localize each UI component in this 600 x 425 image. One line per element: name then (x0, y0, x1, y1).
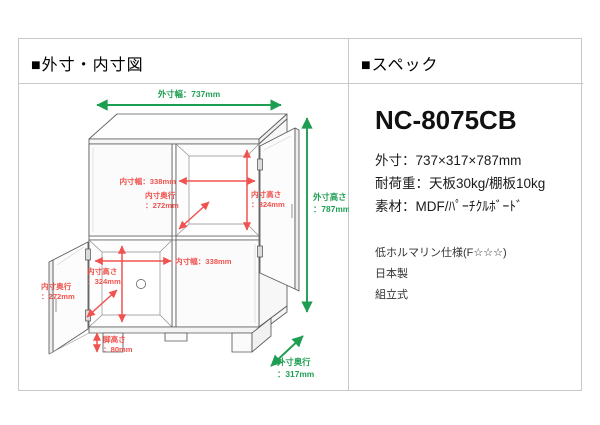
interior-dimension-lower-depth: 内寸奥行 ：272mm (41, 281, 118, 318)
upper-right-door-open (257, 127, 300, 292)
exterior-dimension-height: 外寸高さ ：787mm (301, 117, 349, 313)
note-formaldehyde: 低ホルマリン仕様(F☆☆☆) (375, 247, 507, 259)
exterior-depth-label-line1: 外寸奥行 (276, 357, 311, 367)
spec-material: 素材：MDF/ﾊﾟｰﾁｸﾙﾎﾞｰﾄﾞ (375, 199, 523, 214)
interior-lower-depth-label-line1: 内寸奥行 (41, 281, 72, 291)
spec-dimensions: 外寸：737×317×787mm (375, 153, 522, 168)
interior-dimension-upper-depth: 内寸奥行 ：272mm (145, 190, 210, 230)
interior-upper-height-label-line1: 内寸高さ (251, 189, 281, 199)
lower-left-door-open (48, 241, 91, 355)
interior-upper-depth-label-line1: 内寸奥行 (145, 190, 176, 200)
interior-dimension-upper-width: 内寸幅：338mm (119, 176, 256, 186)
dimension-panel-header: ■外寸・内寸図 (19, 39, 348, 84)
exterior-dimension-width: 外寸幅：737mm (96, 89, 282, 111)
cabinet-body (48, 113, 300, 355)
exterior-dimension-depth: 外寸奥行 ：317mm (270, 335, 314, 379)
spec-panel-title: ■スペック (361, 57, 439, 74)
leg-height-label-line1: 脚高さ (103, 334, 126, 344)
exterior-width-label: 外寸幅：737mm (157, 89, 220, 99)
dimension-panel-title: ■外寸・内寸図 (31, 57, 144, 74)
note-assembly-required: 組立式 (375, 289, 408, 301)
interior-dimension-lower-width: 内寸幅：338mm (94, 256, 232, 266)
exterior-height-label-line2: ：787mm (313, 204, 349, 214)
interior-lower-height-label-line1: 内寸高さ (87, 266, 117, 276)
interior-dimension-lower-height: 内寸高さ ：324mm (87, 245, 127, 323)
leg-height-label-line2: ：80mm (103, 345, 133, 354)
model-number: NC-8075CB (375, 105, 517, 135)
dimension-diagram-panel: ■外寸・内寸図 (19, 39, 349, 390)
interior-upper-depth-label-line2: ：272mm (145, 201, 179, 210)
interior-lower-width-label: 内寸幅：338mm (175, 256, 232, 266)
note-made-in-japan: 日本製 (375, 268, 408, 280)
spec-sheet-frame: ■外寸・内寸図 (18, 38, 583, 391)
cabinet-drawing: 外寸幅：737mm 外寸高さ ：787mm 外寸奥行 ：317mm 内寸幅：33… (19, 84, 349, 391)
spec-panel: ■スペック NC-8075CB 外寸：737×317×787mm 耐荷重：天板3… (349, 39, 583, 390)
interior-lower-height-label-line2: ：324mm (87, 277, 121, 286)
interior-dimension-leg-height: 脚高さ ：80mm (92, 332, 133, 354)
interior-dimension-upper-height: 内寸高さ ：324mm (242, 149, 285, 231)
spec-panel-header: ■スペック (349, 39, 583, 84)
spec-load-capacity: 耐荷重：天板30kg/棚板10kg (375, 176, 546, 191)
interior-upper-width-label: 内寸幅：338mm (119, 176, 176, 186)
exterior-height-label-line1: 外寸高さ (312, 192, 347, 202)
interior-lower-depth-label-line2: ：272mm (41, 292, 75, 301)
interior-upper-height-label-line2: ：324mm (251, 200, 285, 209)
exterior-depth-label-line2: ：317mm (277, 369, 314, 379)
